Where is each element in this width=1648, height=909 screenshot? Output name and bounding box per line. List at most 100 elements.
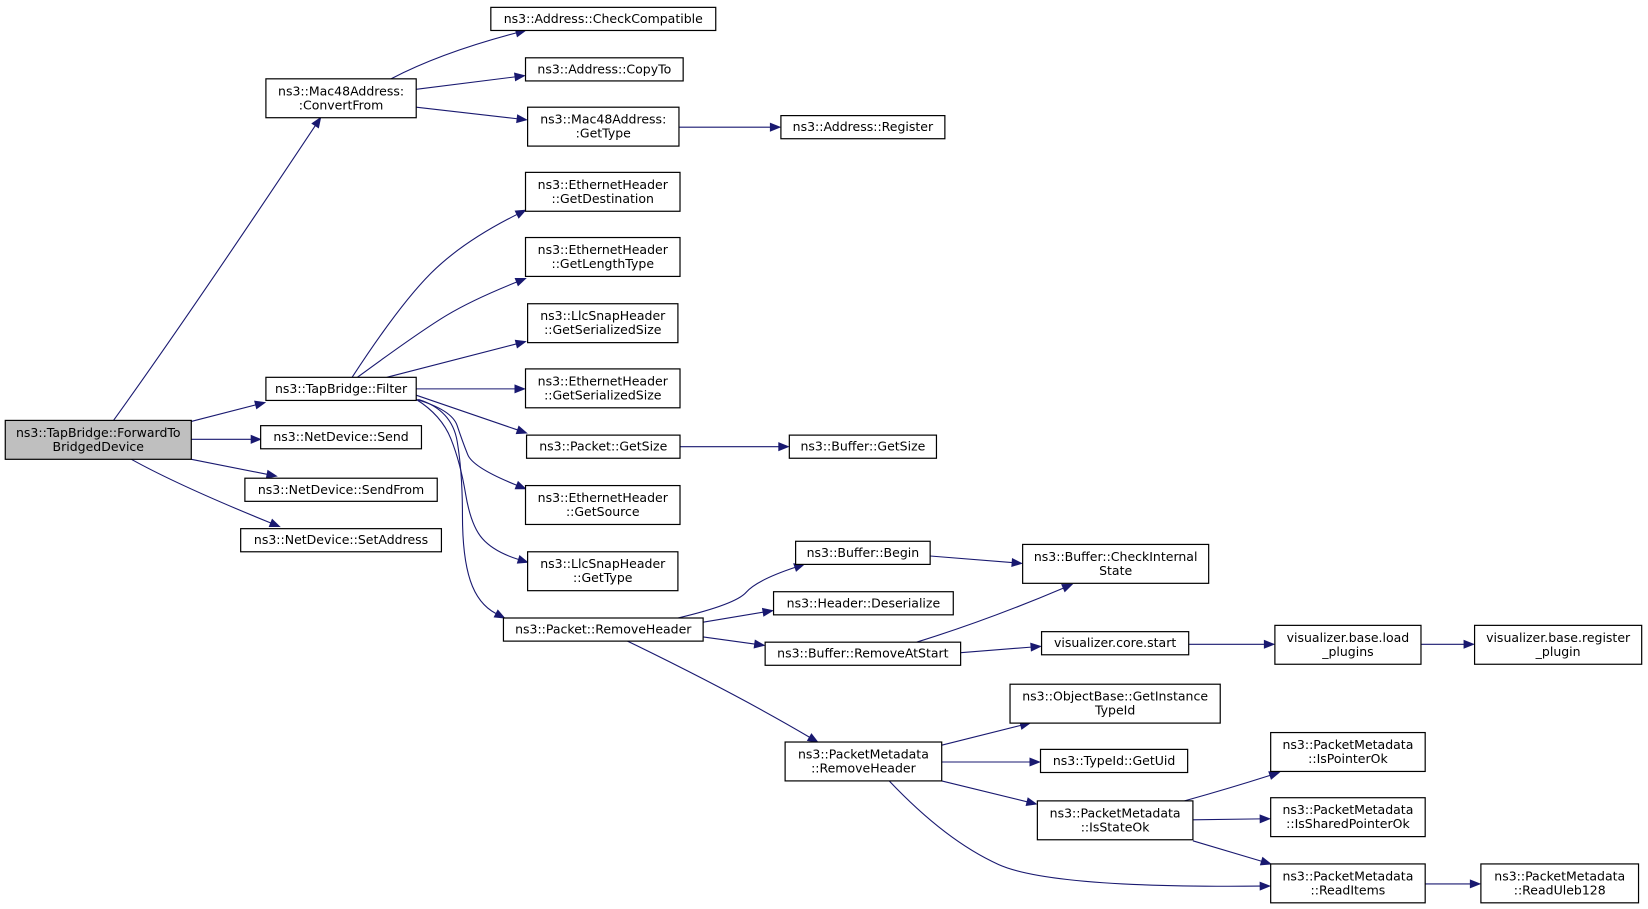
node-box bbox=[527, 303, 679, 344]
edge-tb_filter-to-eth_dest bbox=[351, 209, 527, 378]
call-edges bbox=[113, 28, 1482, 891]
edge-tb_filter-to-eth_src bbox=[416, 398, 527, 490]
node-mac_convert[interactable]: ns3::Mac48Address::ConvertFrom bbox=[265, 78, 417, 119]
edge-pkt_remove-to-hdr_deser bbox=[703, 607, 774, 623]
node-label: ns3::LlcSnapHeader bbox=[540, 556, 666, 571]
node-pm_pointer[interactable]: ns3::PacketMetadata::IsPointerOk bbox=[1270, 731, 1426, 773]
node-box bbox=[1480, 863, 1640, 904]
node-label: ns3::EthernetHeader bbox=[538, 490, 669, 505]
node-label: BridgedDevice bbox=[53, 439, 145, 454]
node-buf_getsize[interactable]: ns3::Buffer::GetSize bbox=[788, 434, 938, 459]
node-label: visualizer.core.start bbox=[1054, 635, 1176, 650]
edge-pkt_remove-to-buf_begin bbox=[677, 563, 806, 619]
node-llc_type[interactable]: ns3::LlcSnapHeader::GetType bbox=[527, 551, 679, 592]
node-label: ns3::PacketMetadata bbox=[1282, 802, 1413, 817]
edge-root-to-mac_convert bbox=[113, 116, 322, 421]
node-label: ns3::TapBridge::Filter bbox=[275, 381, 408, 396]
node-box bbox=[1040, 631, 1190, 656]
edge-mac_convert-to-mac_gettype bbox=[416, 106, 528, 124]
edge-buf_remove-to-buf_check bbox=[916, 583, 1074, 643]
node-box bbox=[240, 528, 443, 553]
node-label: ::GetLengthType bbox=[551, 256, 654, 271]
arrowhead bbox=[1030, 642, 1042, 652]
arrowhead bbox=[514, 209, 527, 219]
node-pm_read[interactable]: ns3::PacketMetadata::ReadItems bbox=[1270, 863, 1426, 904]
node-hdr_deser[interactable]: ns3::Header::Deserialize bbox=[772, 591, 954, 616]
arrowhead bbox=[1029, 757, 1041, 767]
node-label: ::GetSource bbox=[566, 504, 640, 519]
node-label: ::ReadUleb128 bbox=[1514, 882, 1606, 897]
node-label: ns3::LlcSnapHeader bbox=[540, 308, 666, 323]
node-label: State bbox=[1099, 563, 1132, 578]
edge-viz_start-to-viz_load bbox=[1188, 639, 1276, 649]
call-nodes: ns3::TapBridge::ForwardToBridgedDevicens… bbox=[4, 6, 1643, 904]
edge-tb_filter-to-eth_len bbox=[357, 278, 527, 378]
node-addr_check[interactable]: ns3::Address::CheckCompatible bbox=[490, 6, 717, 32]
arrowhead bbox=[265, 469, 278, 479]
node-label: ::IsPointerOk bbox=[1308, 751, 1388, 766]
node-viz_reg[interactable]: visualizer.base.register_plugin bbox=[1473, 624, 1643, 665]
edge-pm_state-to-pm_shared bbox=[1192, 814, 1271, 824]
node-label: ns3::Mac48Address: bbox=[540, 112, 666, 127]
node-nd_sendfrom[interactable]: ns3::NetDevice::SendFrom bbox=[244, 477, 438, 502]
node-label: ns3::EthernetHeader bbox=[538, 373, 669, 388]
node-label: ns3::Header::Deserialize bbox=[787, 595, 941, 610]
node-label: ns3::Packet::GetSize bbox=[539, 439, 667, 454]
node-eth_len[interactable]: ns3::EthernetHeader::GetLengthType bbox=[524, 236, 681, 278]
node-box bbox=[527, 106, 680, 147]
node-box bbox=[244, 477, 438, 502]
edge-pm_state-to-pm_pointer bbox=[1184, 771, 1281, 802]
node-box bbox=[524, 236, 681, 278]
node-box bbox=[1274, 624, 1422, 665]
node-addr_copy[interactable]: ns3::Address::CopyTo bbox=[524, 57, 684, 82]
node-label: _plugins bbox=[1321, 644, 1373, 659]
node-buf_begin[interactable]: ns3::Buffer::Begin bbox=[795, 540, 931, 566]
node-pkt_getsize[interactable]: ns3::Packet::GetSize bbox=[525, 434, 681, 459]
arrowhead bbox=[1259, 856, 1272, 866]
node-label: visualizer.base.load bbox=[1287, 630, 1410, 645]
arrowhead bbox=[778, 442, 790, 452]
node-llc_ser[interactable]: ns3::LlcSnapHeader::GetSerializedSize bbox=[527, 303, 679, 344]
node-pkt_remove[interactable]: ns3::Packet::RemoveHeader bbox=[502, 617, 704, 642]
node-addr_register[interactable]: ns3::Address::Register bbox=[780, 115, 946, 140]
node-box bbox=[265, 78, 417, 119]
node-viz_start[interactable]: visualizer.core.start bbox=[1040, 631, 1190, 656]
node-viz_load[interactable]: visualizer.base.load_plugins bbox=[1274, 624, 1422, 665]
node-pm_shared[interactable]: ns3::PacketMetadata::IsSharedPointerOk bbox=[1270, 797, 1426, 838]
arrowhead bbox=[1263, 639, 1276, 649]
node-eth_src[interactable]: ns3::EthernetHeader::GetSource bbox=[524, 484, 681, 526]
arrowhead bbox=[769, 122, 782, 132]
arrowhead bbox=[1259, 881, 1271, 891]
edge-pkt_remove-to-buf_remove bbox=[703, 636, 766, 649]
arrowhead bbox=[761, 607, 774, 617]
node-pm_remove[interactable]: ns3::PacketMetadata::RemoveHeader bbox=[784, 741, 943, 782]
node-tb_filter[interactable]: ns3::TapBridge::Filter bbox=[265, 376, 417, 402]
node-eth_ser[interactable]: ns3::EthernetHeader::GetSerializedSize bbox=[524, 368, 681, 409]
node-tid_uid[interactable]: ns3::TypeId::GetUid bbox=[1039, 748, 1189, 774]
node-box bbox=[764, 641, 962, 666]
node-label: ns3::ObjectBase::GetInstance bbox=[1022, 689, 1208, 704]
node-nd_setaddr[interactable]: ns3::NetDevice::SetAddress bbox=[240, 528, 443, 553]
edge-root-to-nd_send bbox=[191, 434, 262, 444]
node-box bbox=[1039, 748, 1189, 774]
node-box bbox=[524, 57, 684, 82]
arrowhead bbox=[516, 114, 528, 124]
node-label: ns3::PacketMetadata bbox=[1282, 737, 1413, 752]
edge-buf_begin-to-buf_check bbox=[930, 555, 1023, 568]
node-box bbox=[1270, 863, 1426, 904]
arrowhead bbox=[250, 434, 262, 444]
node-eth_dest[interactable]: ns3::EthernetHeader::GetDestination bbox=[524, 171, 681, 212]
arrowhead bbox=[1011, 558, 1023, 568]
node-pm_state[interactable]: ns3::PacketMetadata::IsStateOk bbox=[1036, 800, 1194, 841]
node-box bbox=[795, 540, 931, 566]
node-nd_send[interactable]: ns3::NetDevice::Send bbox=[260, 425, 423, 450]
node-buf_remove[interactable]: ns3::Buffer::RemoveAtStart bbox=[764, 641, 962, 666]
node-mac_gettype[interactable]: ns3::Mac48Address::GetType bbox=[527, 106, 680, 147]
node-box bbox=[490, 6, 717, 32]
arrowhead bbox=[254, 400, 267, 410]
node-pm_uleb[interactable]: ns3::PacketMetadata::ReadUleb128 bbox=[1480, 863, 1640, 904]
edge-pkt_getsize-to-buf_getsize bbox=[680, 442, 790, 452]
